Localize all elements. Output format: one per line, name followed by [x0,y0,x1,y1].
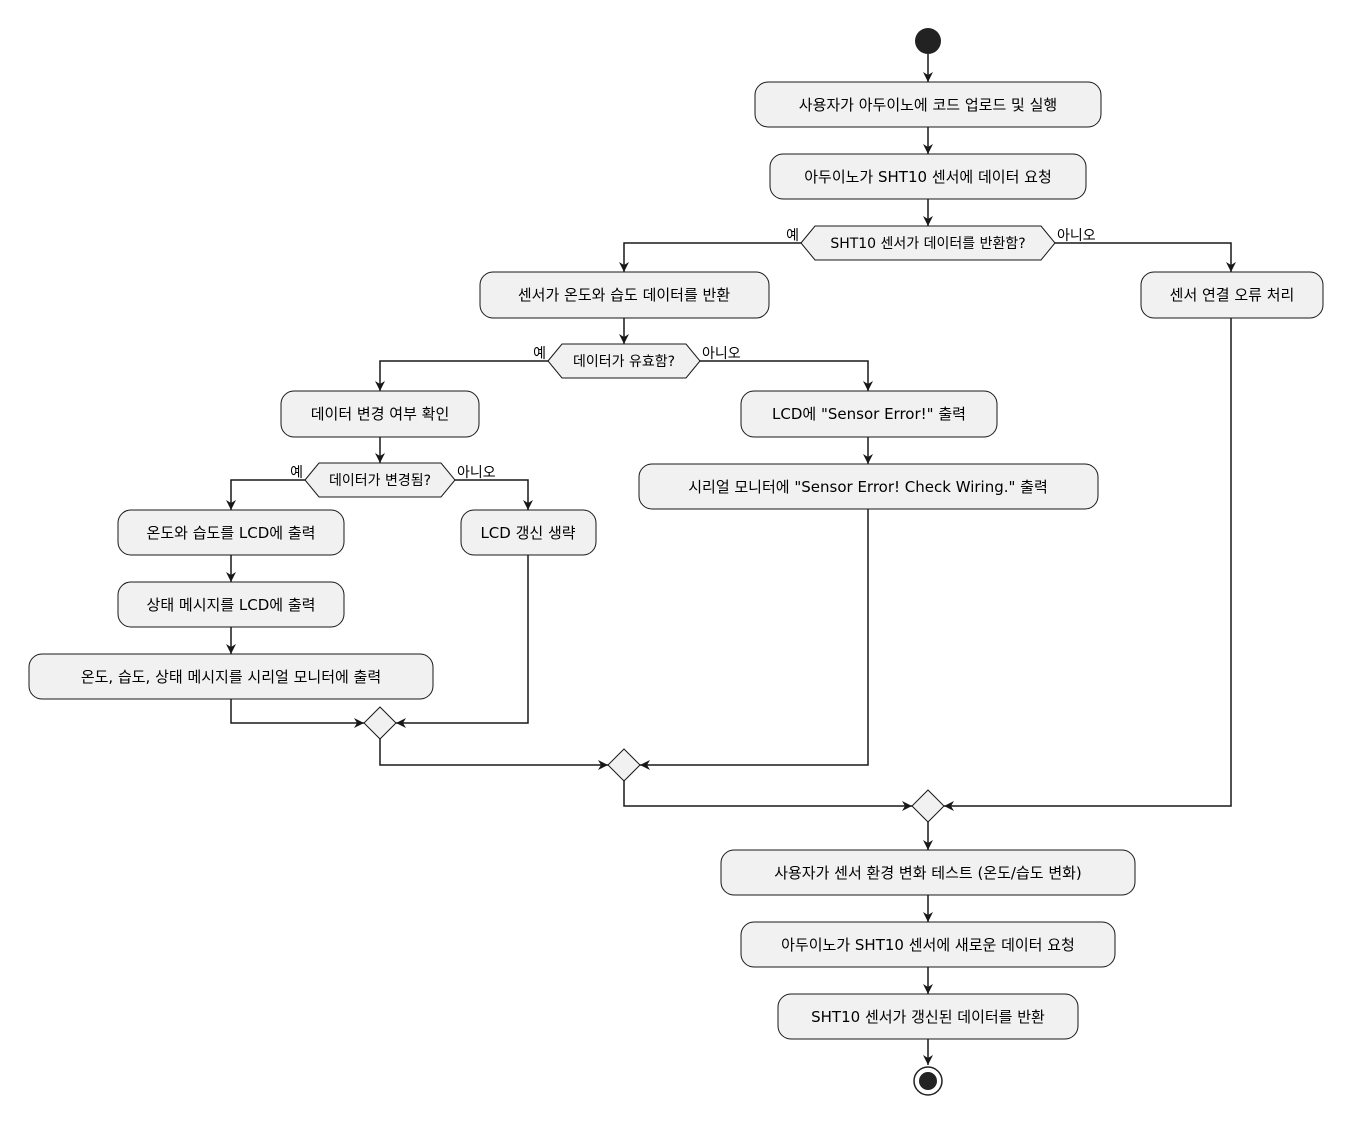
decision-changed: 데이터가 변경됨? [304,462,456,498]
action-sensor-return-label: 센서가 온도와 습도 데이터를 반환 [518,286,730,304]
action-upload: 사용자가 아두이노에 코드 업로드 및 실행 [754,81,1102,128]
merge-node-3 [911,789,945,823]
action-serial-error-label: 시리얼 모니터에 "Sensor Error! Check Wiring." 출… [688,478,1048,496]
action-serial-all: 온도, 습도, 상태 메시지를 시리얼 모니터에 출력 [28,653,434,700]
action-updated-return-label: SHT10 센서가 갱신된 데이터를 반환 [811,1008,1045,1026]
action-lcd-skip-label: LCD 갱신 생략 [480,524,575,542]
edge-serialerr-merge2 [640,509,869,770]
decision-valid: 데이터가 유효함? [547,343,701,379]
decision-changed-question: 데이터가 변경됨? [329,473,431,489]
action-serial-error: 시리얼 모니터에 "Sensor Error! Check Wiring." 출… [638,463,1099,510]
action-lcd-skip: LCD 갱신 생략 [460,509,597,556]
decision-valid-yes-label: 예 [533,346,546,362]
decision-valid-question: 데이터가 유효함? [573,354,675,370]
decision-valid-no-label: 아니오 [702,346,741,362]
action-lcd-temp-hum-label: 온도와 습도를 LCD에 출력 [147,524,316,542]
edge-connerr-merge3 [944,318,1232,811]
action-check-change: 데이터 변경 여부 확인 [280,390,480,438]
action-sensor-return: 센서가 온도와 습도 데이터를 반환 [479,271,770,319]
decision-returned-no-label: 아니오 [1057,228,1096,244]
action-lcd-status: 상태 메시지를 LCD에 출력 [117,581,345,628]
edge-changed-no [455,479,533,510]
action-sensor-conn-error-label: 센서 연결 오류 처리 [1170,286,1295,304]
end-node [913,1066,943,1096]
edge-returned-yes [619,242,801,272]
decision-returned: SHT10 센서가 데이터를 반환함? [800,225,1056,261]
edge-valid-yes [375,360,548,391]
edge-returned-no [1055,242,1236,272]
merge-node-2 [607,748,641,782]
action-check-change-label: 데이터 변경 여부 확인 [311,405,450,423]
edge-merge1-merge2 [379,739,608,770]
decision-changed-yes-label: 예 [290,465,303,481]
decision-changed-no-label: 아니오 [457,465,496,481]
decision-returned-yes-label: 예 [786,228,799,244]
edge-valid-no [700,360,873,391]
decision-returned-question: SHT10 센서가 데이터를 반환함? [830,236,1025,252]
action-lcd-status-label: 상태 메시지를 LCD에 출력 [147,596,316,614]
action-lcd-error: LCD에 "Sensor Error!" 출력 [740,390,998,438]
action-serial-all-label: 온도, 습도, 상태 메시지를 시리얼 모니터에 출력 [81,668,381,686]
action-user-test-label: 사용자가 센서 환경 변화 테스트 (온도/습도 변화) [774,864,1082,882]
action-request: 아두이노가 SHT10 센서에 데이터 요청 [769,153,1087,200]
action-new-request-label: 아두이노가 SHT10 센서에 새로운 데이터 요청 [781,936,1075,954]
action-lcd-temp-hum: 온도와 습도를 LCD에 출력 [117,509,345,556]
start-node [915,28,941,54]
edge-skip-merge1 [396,555,529,728]
edges [226,54,1236,1065]
action-sensor-conn-error: 센서 연결 오류 처리 [1140,271,1324,319]
merge-node-1 [363,706,397,740]
edge-merge2-merge3 [623,781,912,811]
action-updated-return: SHT10 센서가 갱신된 데이터를 반환 [777,993,1079,1040]
action-new-request: 아두이노가 SHT10 센서에 새로운 데이터 요청 [740,921,1116,968]
action-request-label: 아두이노가 SHT10 센서에 데이터 요청 [804,168,1052,186]
action-lcd-error-label: LCD에 "Sensor Error!" 출력 [772,405,966,423]
edge-serial-merge1 [230,699,364,728]
action-user-test: 사용자가 센서 환경 변화 테스트 (온도/습도 변화) [720,849,1136,896]
edge-changed-yes [226,479,305,510]
action-upload-label: 사용자가 아두이노에 코드 업로드 및 실행 [799,96,1057,114]
